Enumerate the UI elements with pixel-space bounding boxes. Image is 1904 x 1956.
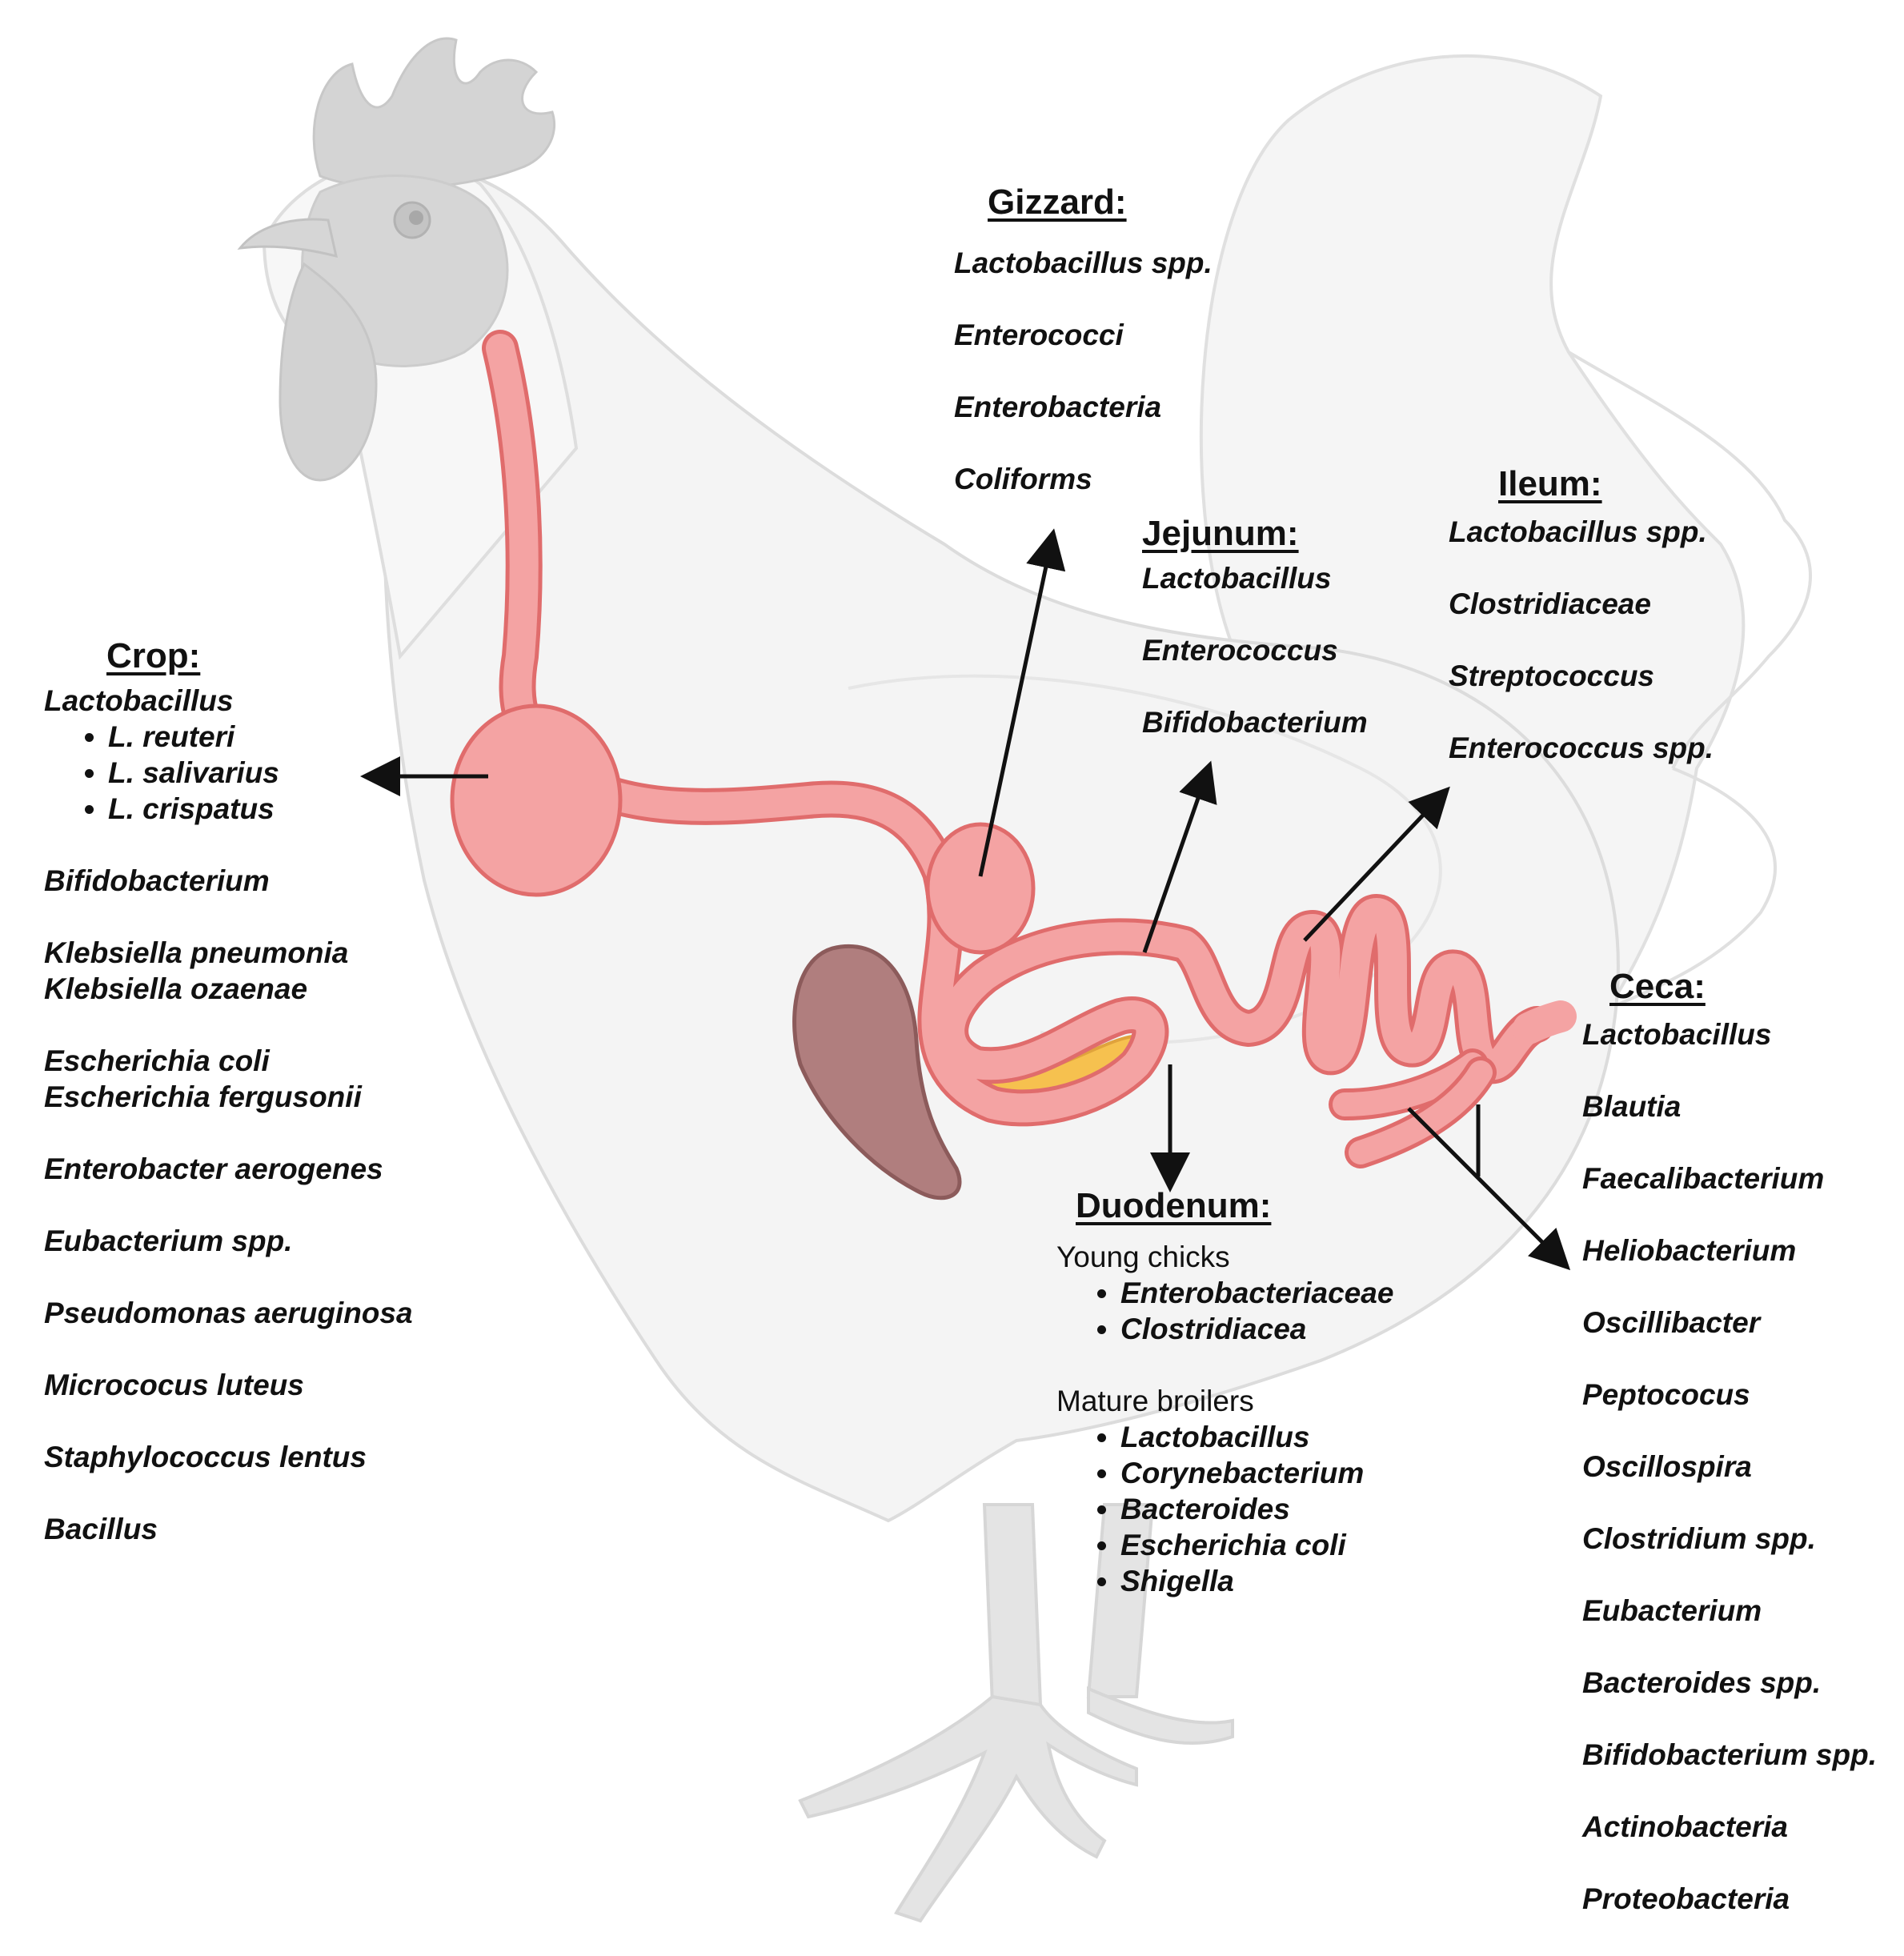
crop-heading: Crop:	[106, 636, 201, 675]
duodenum-mature-list: Lactobacillus Corynebacterium Bacteroide…	[1056, 1419, 1393, 1599]
beak	[237, 218, 338, 259]
list-item: Clostridiaceae	[1449, 587, 1651, 620]
list-item: Oscillospira	[1582, 1450, 1752, 1483]
head	[237, 37, 556, 482]
list-item: Enterococci	[954, 319, 1124, 351]
arrow-ileum	[1303, 786, 1450, 942]
wattle	[279, 262, 378, 482]
list-item: Bifidobacterium	[44, 864, 270, 897]
jejunum-heading: Jejunum:	[1142, 514, 1299, 553]
list-item: Bacteroides spp.	[1582, 1666, 1822, 1699]
ileum-heading: Ileum:	[1498, 464, 1602, 503]
crop-lactobacillus-species: L. reuteri L. salivarius L. crispatus	[44, 719, 413, 827]
list-item: Lactobacillus spp.	[954, 247, 1213, 279]
ceca-heading: Ceca:	[1609, 967, 1706, 1006]
list-item: Escherichia coli	[1120, 1527, 1393, 1563]
gizzard-organ	[925, 822, 1036, 955]
ileum-panel: Ileum: Lactobacillus spp. Clostridiaceae…	[1449, 464, 1714, 766]
pointer-arrows	[360, 528, 1571, 1271]
jejunum-panel: Jejunum: Lactobacillus Enterococcus Bifi…	[1142, 514, 1368, 740]
list-item: Shigella	[1120, 1563, 1393, 1599]
list-item: Lactobacillus	[1120, 1419, 1393, 1455]
arrow-jejunum	[1142, 760, 1217, 953]
crop-panel: Crop: Lactobacillus L. reuteri L. saliva…	[44, 636, 413, 1547]
list-item: Escherichia coli	[44, 1044, 270, 1077]
comb	[312, 37, 556, 190]
list-item: Bifidobacterium	[1142, 706, 1368, 739]
list-item: Eubacterium spp.	[44, 1225, 293, 1257]
list-item: Clostridiacea	[1120, 1311, 1393, 1347]
list-item: Lactobacillus	[1142, 562, 1332, 595]
gi-tract	[482, 330, 1577, 1168]
crop-organ	[450, 703, 623, 897]
arrow-ceca	[1407, 1107, 1571, 1271]
arrow-gizzard	[978, 528, 1066, 877]
duodenum-young-list: Enterobacteriaceae Clostridiacea	[1056, 1275, 1393, 1347]
list-item: Klebsiella pneumonia	[44, 936, 349, 969]
list-item: Enterobacter aerogenes	[44, 1152, 383, 1185]
list-item: Pseudomonas aeruginosa	[44, 1297, 413, 1329]
list-item: Bifidobacterium spp.	[1582, 1738, 1877, 1771]
list-item: L. salivarius	[108, 755, 413, 791]
list-item: Heliobacterium	[1582, 1234, 1797, 1267]
list-item: Eubacterium	[1582, 1594, 1762, 1627]
list-item: L. crispatus	[108, 791, 413, 827]
liver	[792, 944, 962, 1200]
list-item: Lactobacillus	[1582, 1018, 1772, 1051]
list-item: Streptococcus	[1449, 659, 1655, 692]
list-item: Blautia	[1582, 1090, 1682, 1123]
list-item: Coliforms	[954, 463, 1092, 495]
list-item: Actinobacteria	[1582, 1810, 1789, 1843]
list-item: Peptococus	[1582, 1378, 1750, 1411]
list-item: Enterobacteria	[954, 391, 1162, 423]
duodenum-heading: Duodenum:	[1076, 1186, 1272, 1225]
list-item: Bacteroides	[1120, 1491, 1393, 1527]
list-item: Faecalibacterium	[1582, 1162, 1825, 1195]
list-item: Enterococcus spp.	[1449, 731, 1714, 764]
list-item: Oscillibacter	[1582, 1306, 1761, 1339]
duodenum-panel: Duodenum: Young chicks Enterobacteriacea…	[1056, 1186, 1393, 1599]
list-item: Enterobacteriaceae	[1120, 1275, 1393, 1311]
list-item: L. reuteri	[108, 719, 413, 755]
legs	[798, 1503, 1234, 1923]
list-item: Enterococcus	[1142, 634, 1338, 667]
crop-lactobacillus: Lactobacillus	[44, 684, 234, 717]
list-item: Klebsiella ozaenae	[44, 972, 308, 1005]
list-item: Clostridium spp.	[1582, 1522, 1816, 1555]
ceca-panel: Ceca: Lactobacillus Blautia Faecalibacte…	[1582, 967, 1877, 1917]
list-item: Corynebacterium	[1120, 1455, 1393, 1491]
list-item: Lactobacillus spp.	[1449, 515, 1707, 548]
gizzard-panel: Gizzard: Lactobacillus spp. Enterococci …	[954, 182, 1213, 497]
list-item: Escherichia fergusonii	[44, 1080, 362, 1113]
duodenum-mature-label: Mature broilers	[1056, 1385, 1254, 1417]
list-item: Proteobacteria	[1582, 1882, 1790, 1915]
list-item: Staphylococcus lentus	[44, 1441, 367, 1473]
duodenum-young-label: Young chicks	[1056, 1241, 1230, 1273]
gizzard-heading: Gizzard:	[988, 182, 1127, 222]
list-item: Bacillus	[44, 1513, 158, 1545]
list-item: Micrococus luteus	[44, 1369, 304, 1401]
